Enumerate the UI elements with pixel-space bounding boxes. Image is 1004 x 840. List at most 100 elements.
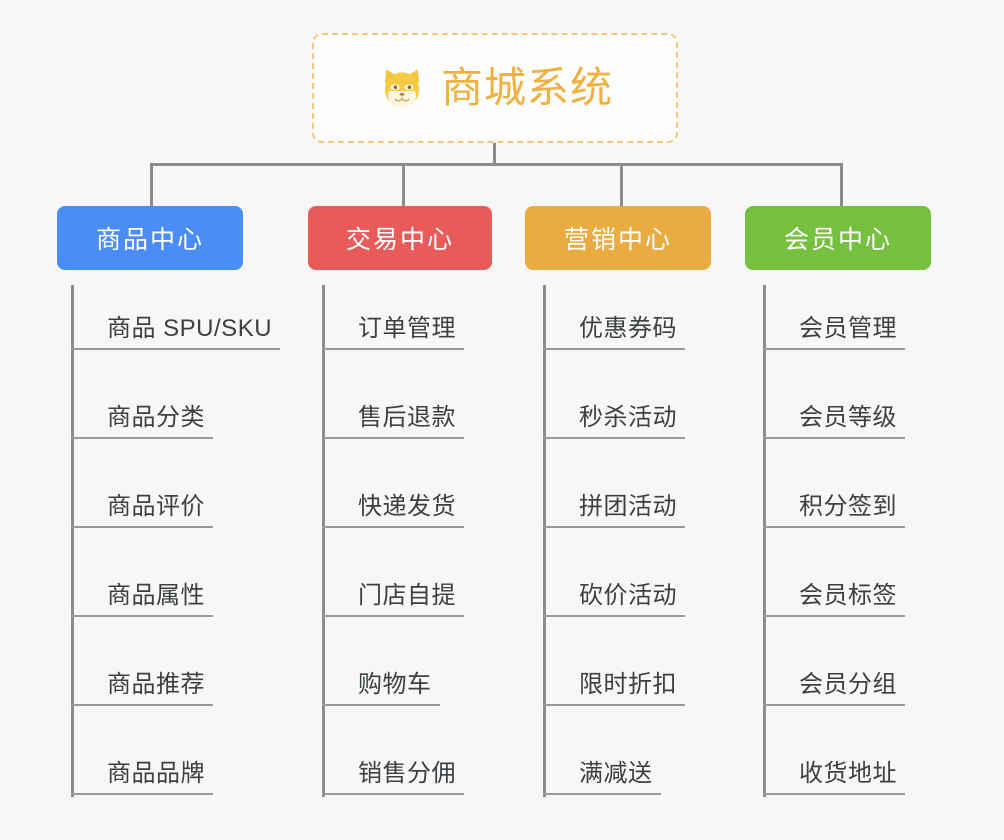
leaf-item-label: 商品品牌 — [107, 760, 205, 788]
branch-header-交易中心[interactable]: 交易中心 — [308, 206, 492, 270]
leaf-item-label: 限时折扣 — [579, 671, 677, 699]
leaf-item[interactable]: 收货地址 — [763, 739, 905, 795]
leaf-item[interactable]: 会员分组 — [763, 650, 905, 706]
branch-header-label: 交易中心 — [345, 226, 454, 254]
leaf-item[interactable]: 商品推荐 — [71, 650, 213, 706]
leaf-label-underline: 秒杀活动 — [571, 404, 685, 439]
leaf-item[interactable]: 订单管理 — [322, 294, 464, 350]
leaf-item[interactable]: 门店自提 — [322, 561, 464, 617]
leaf-item-label: 积分签到 — [799, 493, 897, 521]
leaf-connector-stub — [322, 615, 350, 617]
connector-branch-stem-3 — [840, 163, 843, 208]
leaf-connector-stub — [322, 437, 350, 439]
leaf-label-underline: 积分签到 — [791, 493, 905, 528]
leaf-item[interactable]: 会员管理 — [763, 294, 905, 350]
connector-branch-stem-1 — [402, 163, 405, 208]
branch-header-会员中心[interactable]: 会员中心 — [745, 206, 931, 270]
leaf-connector-stub — [763, 526, 791, 528]
leaf-label-underline: 会员分组 — [791, 671, 905, 706]
leaf-spine — [71, 285, 74, 797]
leaf-spine — [543, 285, 546, 797]
leaf-item-label: 销售分佣 — [358, 760, 456, 788]
leaf-item[interactable]: 限时折扣 — [543, 650, 685, 706]
leaf-spine — [322, 285, 325, 797]
leaf-label-underline: 商品品牌 — [99, 760, 213, 795]
leaf-item-label: 优惠券码 — [579, 315, 677, 343]
leaf-connector-stub — [71, 615, 99, 617]
leaf-item[interactable]: 商品分类 — [71, 383, 213, 439]
shiba-dog-face-icon — [384, 69, 420, 108]
leaf-item[interactable]: 砍价活动 — [543, 561, 685, 617]
leaf-connector-stub — [322, 348, 350, 350]
leaf-spine — [763, 285, 766, 797]
leaf-label-underline: 会员标签 — [791, 582, 905, 617]
leaf-connector-stub — [543, 526, 571, 528]
leaf-label-underline: 门店自提 — [350, 582, 464, 617]
leaf-item-label: 收货地址 — [799, 760, 897, 788]
leaf-item-label: 订单管理 — [358, 315, 456, 343]
leaf-item[interactable]: 会员标签 — [763, 561, 905, 617]
leaf-label-underline: 商品属性 — [99, 582, 213, 617]
leaf-label-underline: 销售分佣 — [350, 760, 464, 795]
leaf-label-underline: 限时折扣 — [571, 671, 685, 706]
leaf-label-underline: 会员等级 — [791, 404, 905, 439]
leaf-connector-stub — [763, 437, 791, 439]
leaf-item-label: 商品评价 — [107, 493, 205, 521]
leaf-connector-stub — [543, 437, 571, 439]
leaf-connector-stub — [71, 437, 99, 439]
leaf-item[interactable]: 积分签到 — [763, 472, 905, 528]
leaf-item[interactable]: 商品属性 — [71, 561, 213, 617]
leaf-connector-stub — [543, 348, 571, 350]
leaf-connector-stub — [322, 526, 350, 528]
root-node[interactable]: 商城系统 — [312, 33, 678, 143]
connector-horizontal-bus — [150, 163, 840, 166]
leaf-item[interactable]: 商品 SPU/SKU — [71, 294, 281, 350]
leaf-item[interactable]: 优惠券码 — [543, 294, 685, 350]
leaf-item[interactable]: 销售分佣 — [322, 739, 464, 795]
leaf-item-label: 砍价活动 — [579, 582, 677, 610]
leaf-item[interactable]: 会员等级 — [763, 383, 905, 439]
leaf-item[interactable]: 满减送 — [543, 739, 661, 795]
leaf-item-label: 秒杀活动 — [579, 404, 677, 432]
leaf-item[interactable]: 快递发货 — [322, 472, 464, 528]
branch-header-营销中心[interactable]: 营销中心 — [525, 206, 711, 270]
leaf-connector-stub — [322, 793, 350, 795]
leaf-label-underline: 商品评价 — [99, 493, 213, 528]
leaf-item-label: 会员标签 — [799, 582, 897, 610]
leaf-label-underline: 收货地址 — [791, 760, 905, 795]
leaf-item[interactable]: 拼团活动 — [543, 472, 685, 528]
leaf-connector-stub — [763, 348, 791, 350]
leaf-label-underline: 商品推荐 — [99, 671, 213, 706]
leaf-item-label: 会员管理 — [799, 315, 897, 343]
connector-branch-stem-0 — [150, 163, 153, 208]
leaf-label-underline: 商品分类 — [99, 404, 213, 439]
leaf-item-label: 拼团活动 — [579, 493, 677, 521]
leaf-item[interactable]: 购物车 — [322, 650, 440, 706]
branch-header-商品中心[interactable]: 商品中心 — [57, 206, 243, 270]
leaf-connector-stub — [71, 704, 99, 706]
leaf-connector-stub — [543, 793, 571, 795]
leaf-item-label: 会员等级 — [799, 404, 897, 432]
leaf-label-underline: 购物车 — [350, 671, 440, 706]
leaf-item-label: 商品属性 — [107, 582, 205, 610]
leaf-label-underline: 商品 SPU/SKU — [99, 315, 281, 350]
leaf-label-underline: 拼团活动 — [571, 493, 685, 528]
leaf-connector-stub — [322, 704, 350, 706]
leaf-connector-stub — [763, 793, 791, 795]
leaf-connector-stub — [71, 348, 99, 350]
leaf-label-underline: 订单管理 — [350, 315, 464, 350]
leaf-item[interactable]: 商品评价 — [71, 472, 213, 528]
leaf-connector-stub — [763, 615, 791, 617]
leaf-connector-stub — [543, 615, 571, 617]
leaf-item-label: 售后退款 — [358, 404, 456, 432]
leaf-label-underline: 快递发货 — [350, 493, 464, 528]
leaf-label-underline: 会员管理 — [791, 315, 905, 350]
connector-root-stem — [493, 143, 496, 165]
leaf-item[interactable]: 秒杀活动 — [543, 383, 685, 439]
leaf-label-underline: 优惠券码 — [571, 315, 685, 350]
leaf-item-label: 购物车 — [358, 671, 432, 699]
leaf-item[interactable]: 商品品牌 — [71, 739, 213, 795]
leaf-connector-stub — [543, 704, 571, 706]
leaf-item[interactable]: 售后退款 — [322, 383, 464, 439]
